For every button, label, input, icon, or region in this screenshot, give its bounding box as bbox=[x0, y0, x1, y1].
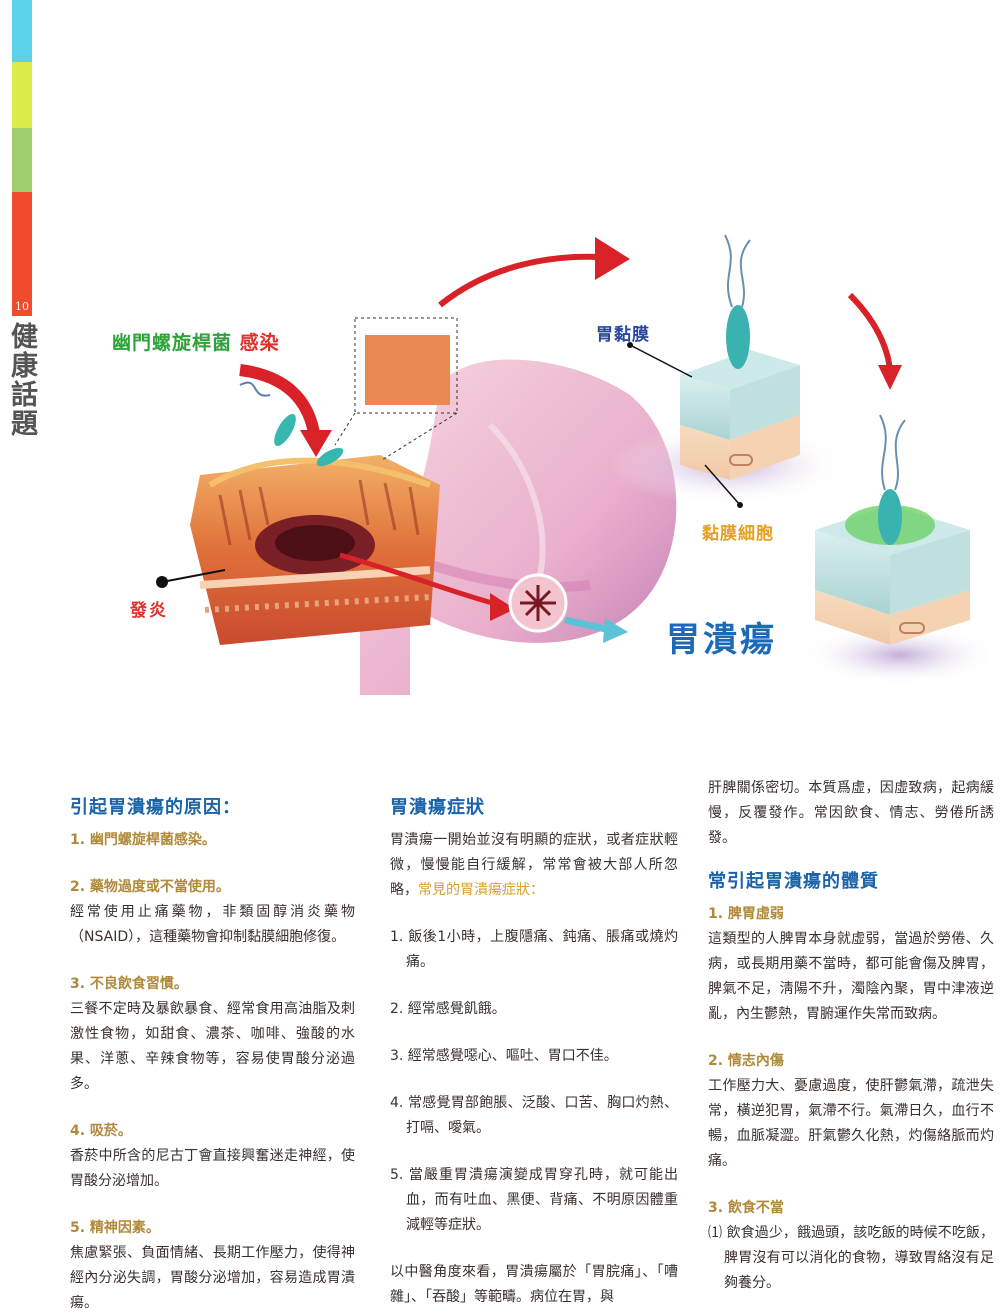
cause-4: 4. 吸菸。 bbox=[70, 1123, 132, 1139]
cause-2: 2. 藥物過度或不當使用。 bbox=[70, 879, 230, 895]
symptoms-column: 胃潰瘍症狀 胃潰瘍一開始並沒有明顯的症狀，或者症狀輕微，慢慢能自行緩解，常常會被… bbox=[390, 795, 678, 1310]
cause-2-text: 經常使用止痛藥物，非類固醇消炎藥物（NSAID），這種藥物會抑制黏膜細胞修復。 bbox=[70, 904, 355, 945]
symptom-5: 5. 當嚴重胃潰瘍演變成胃穿孔時，就可能出血，而有吐血、黑便、背痛、不明原因體重… bbox=[390, 1167, 678, 1233]
cause-5-text: 焦慮緊張、負面情緒、長期工作壓力，使得神經內分泌失調，胃酸分泌增加，容易造成胃潰… bbox=[70, 1245, 355, 1311]
cause-4-text: 香菸中所含的尼古丁會直接興奮迷走神經，使胃酸分泌增加。 bbox=[70, 1148, 355, 1189]
color-strip bbox=[12, 0, 32, 300]
constitution-column: 肝脾關係密切。本質爲虛，因虛致病，起病緩慢，反覆發作。常因飲食、情志、勞倦所誘發… bbox=[708, 776, 994, 1296]
type-3-text: ⑴ 飲食過少，餓過頭，該吃飯的時候不吃飯，脾胃沒有可以消化的食物，導致胃絡沒有足… bbox=[708, 1225, 994, 1291]
stomach-ulcer-illustration bbox=[110, 225, 990, 695]
tcm-continued: 肝脾關係密切。本質爲虛，因虛致病，起病緩慢，反覆發作。常因飲食、情志、勞倦所誘發… bbox=[708, 780, 994, 846]
symptom-1: 1. 飯後1小時，上腹隱痛、鈍痛、脹痛或燒灼痛。 bbox=[390, 929, 678, 970]
causes-heading: 引起胃潰瘍的原因： bbox=[70, 797, 241, 818]
label-mucosa: 胃黏膜 bbox=[596, 325, 650, 345]
type-2-text: 工作壓力大、憂慮過度，使肝鬱氣滯，疏泄失常，橫逆犯胃，氣滯不行。氣滯日久，血行不… bbox=[708, 1078, 994, 1169]
symptoms-intro: 胃潰瘍一開始並沒有明顯的症狀，或者症狀輕微，慢慢能自行緩解，常常會被大部人所忽略… bbox=[390, 832, 678, 898]
label-stomach-ulcer: 胃潰瘍 bbox=[666, 620, 777, 660]
section-title: 健康話題 bbox=[6, 322, 37, 438]
symptom-4: 4. 常感覺胃部飽脹、泛酸、口苦、胸口灼熱、打嗝、噯氣。 bbox=[390, 1095, 678, 1136]
type-3: 3. 飲食不當 bbox=[708, 1200, 784, 1216]
symptom-2: 2. 經常感覺飢餓。 bbox=[390, 1001, 506, 1017]
label-mucosa-cells: 黏膜細胞 bbox=[702, 524, 774, 544]
type-1-text: 這類型的人脾胃本身就虛弱，當過於勞倦、久病，或長期用藥不當時，都可能會傷及脾胃，… bbox=[708, 931, 994, 1022]
causes-column: 引起胃潰瘍的原因： 1. 幽門螺旋桿菌感染。 2. 藥物過度或不當使用。 經常使… bbox=[70, 795, 355, 1316]
type-2: 2. 情志內傷 bbox=[708, 1053, 784, 1069]
cause-3: 3. 不良飲食習慣。 bbox=[70, 976, 188, 992]
cause-1: 1. 幽門螺旋桿菌感染。 bbox=[70, 832, 216, 848]
page-number: 10 bbox=[12, 298, 32, 316]
type-1: 1. 脾胃虛弱 bbox=[708, 906, 784, 922]
constitution-heading: 常引起胃潰瘍的體質 bbox=[708, 871, 879, 892]
label-inflammation: 發炎 bbox=[130, 601, 168, 621]
symptom-3: 3. 經常感覺噁心、嘔吐、胃口不佳。 bbox=[390, 1048, 618, 1064]
symptoms-heading: 胃潰瘍症狀 bbox=[390, 797, 485, 818]
label-bacteria-infection: 幽門螺旋桿菌 感染 bbox=[112, 332, 280, 354]
cause-3-text: 三餐不定時及暴飲暴食、經常食用高油脂及刺激性食物，如甜食、濃茶、咖啡、強酸的水果… bbox=[70, 1001, 355, 1092]
cause-5: 5. 精神因素。 bbox=[70, 1220, 160, 1236]
tcm-paragraph: 以中醫角度來看，胃潰瘍屬於「胃脘痛」、「嘈雜」、「吞酸」等範疇。病位在胃，與 bbox=[390, 1264, 678, 1305]
